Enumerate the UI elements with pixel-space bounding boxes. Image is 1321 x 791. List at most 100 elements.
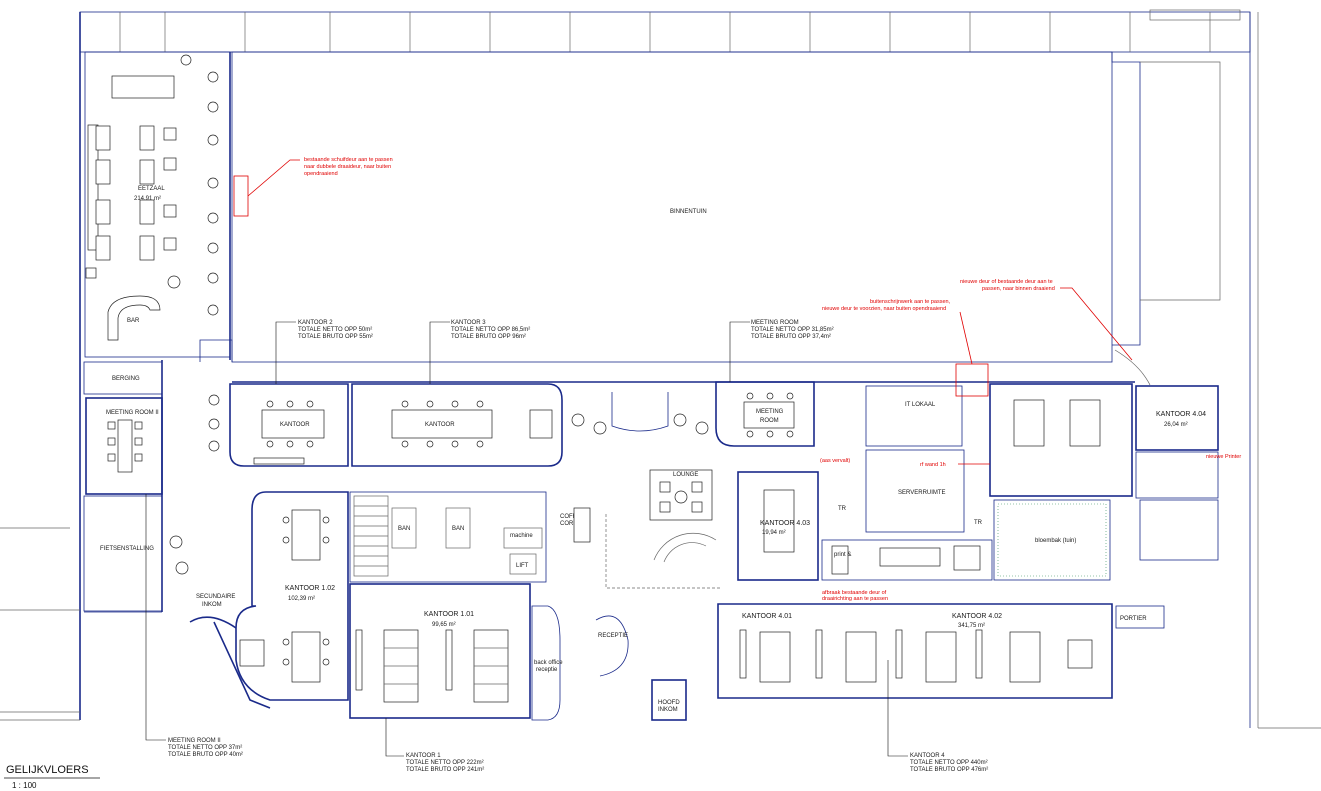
kantoor-1-01-label: KANTOOR 1.01 [424,611,474,618]
tr2-label: TR [974,520,983,526]
kantoor-4-01-02: KANTOOR 4.01 KANTOOR 4.02 341,75 m² [717,603,1113,699]
kantoor-4-04-area: 26,04 m² [1164,422,1188,428]
lift-label: LIFT [516,563,529,569]
receptie-area: back office receptie RECEPTIE HOOFD INKO… [531,605,687,721]
svg-text:MEETING ROOM: MEETING ROOM [751,320,799,326]
svg-text:TOTALE NETTO OPP 86,5m²: TOTALE NETTO OPP 86,5m² [451,327,530,333]
back-office-label-2: receptie [536,667,558,673]
plan-scale: 1 : 100 [12,781,37,790]
ban-label: BAN [398,526,410,532]
kantoor-4-02-label: KANTOOR 4.02 [952,613,1002,620]
svg-text:bestaande schuifdeur aan te pa: bestaande schuifdeur aan te passen [304,157,393,163]
meeting-room-tag-2: ROOM [760,418,779,424]
svg-text:opendraaiend: opendraaiend [304,171,338,177]
fietsenstalling-label: FIETSENSTALLING [100,546,154,552]
meeting-room-ii: MEETING ROOM II [85,397,163,495]
svg-text:TOTALE BRUTO OPP 55m²: TOTALE BRUTO OPP 55m² [298,334,373,340]
kantoor-3-tag: KANTOOR [425,422,455,428]
svg-text:TOTALE NETTO OPP 50m²: TOTALE NETTO OPP 50m² [298,327,372,333]
kantoor-4-04-label: KANTOOR 4.04 [1156,411,1206,418]
svg-text:naar dubbele draaideur, naar b: naar dubbele draaideur, naar buiten [304,164,391,170]
svg-text:KANTOOR 3: KANTOOR 3 [451,320,486,326]
kantoor-4-03: KANTOOR 4.03 19,94 m² (aas vervalt) [737,458,850,581]
svg-text:TOTALE NETTO OPP 31,85m²: TOTALE NETTO OPP 31,85m² [751,327,834,333]
kantoor-4-01-label: KANTOOR 4.01 [742,613,792,620]
middle-right-block: print & SERVERRUIMTE IT LOKAAL TR TR [821,385,993,581]
callout-kantoor3: KANTOOR 3 TOTALE NETTO OPP 86,5m² TOTALE… [429,320,530,384]
meeting-room: MEETING ROOM [715,381,815,447]
callout-kantoor2: KANTOOR 2 TOTALE NETTO OPP 50m² TOTALE B… [275,320,373,384]
bar-label: BAR [127,318,140,324]
eetzaal-room: EETZAAL 214,91 m² BAR [84,51,249,360]
svg-text:TOTALE BRUTO OPP 96m²: TOTALE BRUTO OPP 96m² [451,334,526,340]
schuifdeur-marker [233,175,249,217]
svg-text:TOTALE BRUTO OPP 40m²: TOTALE BRUTO OPP 40m² [168,752,243,758]
svg-text:KANTOOR 4: KANTOOR 4 [910,753,945,759]
callout-kantoor1: KANTOOR 1 TOTALE NETTO OPP 222m² TOTALE … [385,718,484,773]
kantoor-2: KANTOOR [208,383,349,467]
lounge-label: LOUNGE [673,472,698,478]
title-block: GELIJKVLOERS 1 : 100 [4,764,100,790]
note-printer: nieuwe Printer [1206,454,1241,460]
kantoor-2-tag: KANTOOR [280,422,310,428]
coffee-label-2: CORNER [560,521,587,527]
meeting-room-tag-1: MEETING [756,409,784,415]
portier-label: PORTIER [1120,616,1147,622]
svg-text:nieuwe deur of bestaande deur: nieuwe deur of bestaande deur aan te [960,279,1053,285]
print-label-1: print & [834,552,851,558]
binnentuin-label: BINNENTUIN [670,209,707,215]
bloembak-label: bloembak (tuin) [1035,538,1076,544]
meeting-room-ii-label: MEETING ROOM II [106,410,159,416]
kantoor-1-01-area: 99,65 m² [432,622,456,628]
svg-text:passen, naar binnen draaiend: passen, naar binnen draaiend [982,286,1055,292]
svg-text:KANTOOR 1: KANTOOR 1 [406,753,441,759]
plan-title: GELIJKVLOERS [6,764,89,776]
svg-text:TOTALE NETTO OPP 37m²: TOTALE NETTO OPP 37m² [168,745,242,751]
note-vervalt: (aas vervalt) [820,458,850,464]
kantoor-4-03-area: 19,94 m² [762,530,786,536]
secundaire-inkom: SECUNDAIRE INKOM [189,594,271,709]
secundaire-inkom-label-1: SECUNDAIRE [196,594,235,600]
berging-label: BERGING [112,376,140,382]
callout-meeting: MEETING ROOM TOTALE NETTO OPP 31,85m² TO… [729,320,834,382]
note-rf-wand: rf wand 1h [920,462,946,468]
kantoor-1-01: KANTOOR 1.01 99,65 m² [349,583,531,719]
kantoor-3: KANTOOR [351,383,563,467]
kantoor-4-upper: bloembak (tuin) KANTOOR 4.04 26,04 m² PO… [989,383,1241,629]
kantoor-1-02-label: KANTOOR 1.02 [285,585,335,592]
kantoor-4-03-label: KANTOOR 4.03 [760,520,810,527]
back-office-label-1: back office [534,660,563,666]
svg-text:buitenschrijnwerk aan te passe: buitenschrijnwerk aan te passen, [870,299,951,305]
secundaire-inkom-label-2: INKOM [202,602,222,608]
svg-text:TOTALE BRUTO OPP 476m²: TOTALE BRUTO OPP 476m² [910,767,988,773]
binnentuin-courtyard: BINNENTUIN [199,51,1221,386]
core-block: BAN BAN machine LIFT [349,491,547,583]
kantoor-4-02-area: 341,75 m² [958,623,985,629]
svg-text:KANTOOR 2: KANTOOR 2 [298,320,333,326]
eetzaal-label: EETZAAL [138,186,165,192]
ban2-label: BAN [452,526,464,532]
svg-text:MEETING ROOM II: MEETING ROOM II [168,738,221,744]
callout-kantoor4: KANTOOR 4 TOTALE NETTO OPP 440m² TOTALE … [887,660,988,773]
svg-text:nieuwe deur te voorzien, naar: nieuwe deur te voorzien, naar buiten ope… [822,306,946,312]
svg-text:draairichting aan te passen: draairichting aan te passen [822,596,888,602]
coffee-label-1: COFFEE [560,514,584,520]
kantoor-1-02: KANTOOR 1.02 102,39 m² [235,491,349,701]
svg-text:afbraak bestaande deur of: afbraak bestaande deur of [822,590,887,596]
bloembak-hatch [997,503,1107,577]
it-lokaal-label: IT LOKAAL [905,402,936,408]
serverruimte-label: SERVERRUIMTE [898,490,946,496]
kantoor-1-02-area: 102,39 m² [288,596,315,602]
note-nieuwe-deur: nieuwe deur of bestaande deur aan te pas… [822,279,1133,602]
eetzaal-area: 214,91 m² [134,196,161,202]
vaatwasser-label: machine [510,533,533,539]
svg-text:TOTALE BRUTO OPP 241m²: TOTALE BRUTO OPP 241m² [406,767,484,773]
central-hall: LOUNGE COFFEE CORNER [232,381,1135,589]
note-schuifdeur: bestaande schuifdeur aan te passen naar … [247,157,393,197]
svg-text:TOTALE NETTO OPP 222m²: TOTALE NETTO OPP 222m² [406,760,484,766]
tr1-label: TR [838,506,847,512]
callout-meeting2: MEETING ROOM II TOTALE NETTO OPP 37m² TO… [145,494,243,758]
hoofd-inkom-label-2: INKOM [658,707,678,713]
svg-text:TOTALE BRUTO OPP 37,4m²: TOTALE BRUTO OPP 37,4m² [751,334,831,340]
